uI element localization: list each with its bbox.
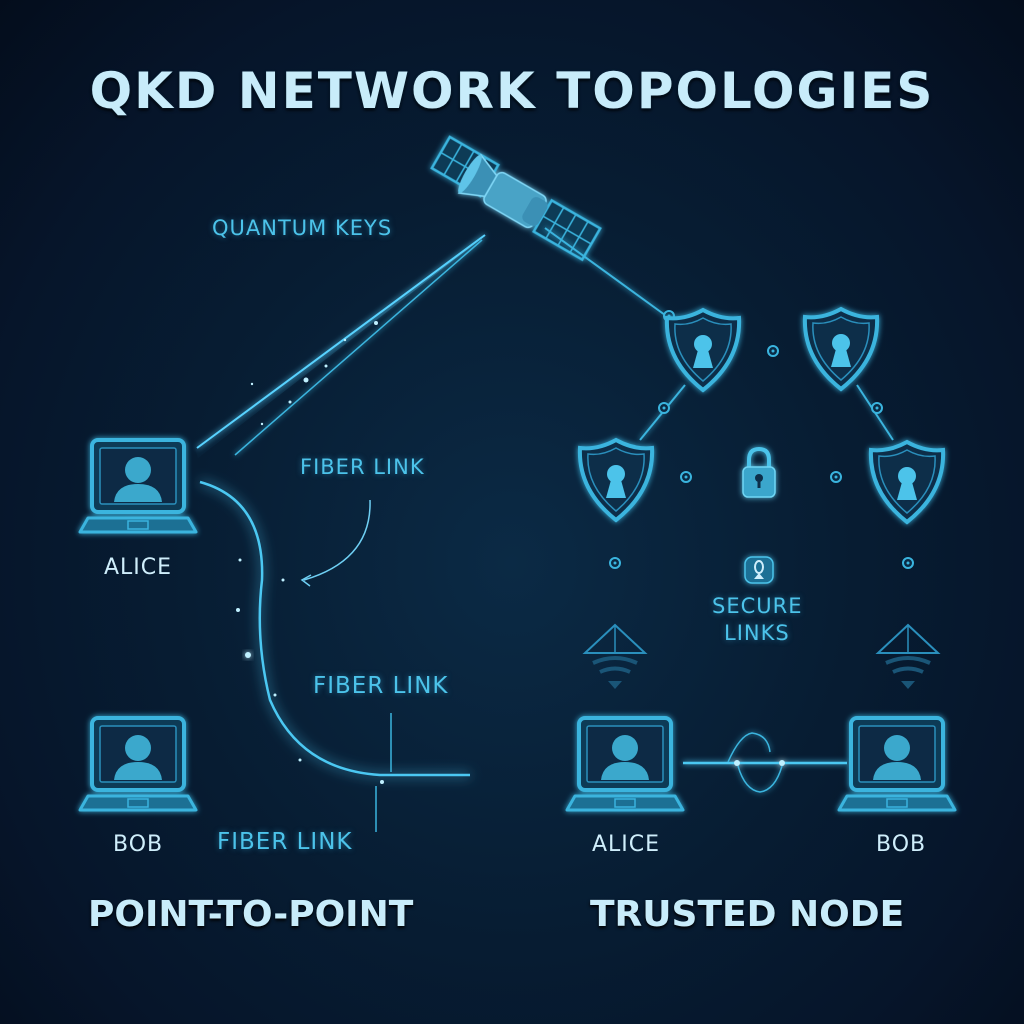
alice-label: ALICE (592, 832, 661, 857)
secure-links-label: SECURE (712, 594, 803, 618)
fiber-link-label: FIBER LINK (217, 829, 353, 855)
alice-label: ALICE (104, 555, 173, 580)
quantum-keys-label: QUANTUM KEYS (212, 216, 393, 240)
bob-label: BOB (113, 832, 164, 857)
page-title: QKD NETWORK TOPOLOGIES (89, 62, 935, 120)
link-node (609, 557, 621, 569)
fiber-link-curve (195, 480, 470, 832)
shield-keyhole-icon (871, 442, 943, 522)
link-node (680, 471, 692, 483)
bob-label: BOB (876, 832, 927, 857)
alice-laptop-icon (565, 716, 685, 812)
key-badge-icon (744, 556, 774, 584)
shield-keyhole-icon (580, 440, 652, 520)
fiber-link-label: FIBER LINK (300, 455, 425, 479)
bob-laptop-icon (837, 716, 957, 812)
shield-keyhole-icon (667, 310, 739, 390)
point-to-point-heading: POINT-TO-POINT (88, 894, 414, 935)
satellite-icon (430, 135, 602, 262)
shield-keyhole-icon (805, 309, 877, 389)
antenna-icon (585, 595, 645, 689)
trusted-node-network (544, 227, 914, 625)
antenna-icon (878, 595, 938, 689)
link-node (767, 345, 779, 357)
quantum-beam (195, 234, 486, 458)
arrow-icon (303, 499, 371, 581)
entangled-link-icon (683, 732, 847, 793)
secure-links-label: LINKS (724, 621, 790, 645)
link-node (871, 402, 883, 414)
bob-laptop-icon (78, 716, 198, 812)
alice-laptop-icon (78, 438, 198, 534)
trusted-node-heading: TRUSTED NODE (590, 894, 905, 935)
padlock-icon (742, 446, 776, 498)
fiber-link-label: FIBER LINK (313, 673, 449, 699)
link-node (830, 471, 842, 483)
link-node (902, 557, 914, 569)
link-node (658, 402, 670, 414)
